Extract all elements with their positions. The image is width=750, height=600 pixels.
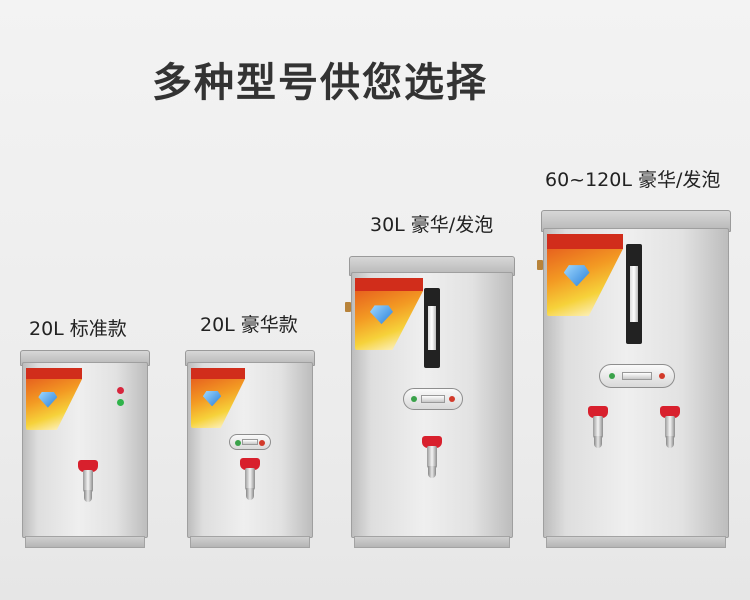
diamond-icon bbox=[202, 390, 222, 407]
model-label-20l-deluxe: 20L 豪华款 bbox=[200, 314, 298, 336]
boiler-20l-deluxe bbox=[185, 350, 315, 548]
control-panel[interactable] bbox=[229, 434, 271, 450]
model-label-20l-standard: 20L 标准款 bbox=[29, 318, 127, 340]
water-level-gauge bbox=[626, 244, 642, 344]
heat-indicator-green bbox=[117, 399, 124, 406]
control-panel[interactable] bbox=[403, 388, 463, 410]
water-level-gauge bbox=[424, 288, 440, 368]
boiler-base bbox=[190, 536, 310, 548]
diamond-icon bbox=[38, 391, 58, 408]
boiler-30l bbox=[345, 256, 515, 548]
boiler-base bbox=[25, 536, 145, 548]
water-tap[interactable] bbox=[76, 460, 100, 506]
water-tap[interactable] bbox=[420, 436, 444, 482]
inlet-pipe bbox=[537, 260, 543, 270]
inlet-pipe bbox=[345, 302, 351, 312]
power-indicator-red bbox=[117, 387, 124, 394]
boiler-base bbox=[354, 536, 510, 548]
water-tap-left[interactable] bbox=[586, 406, 610, 452]
page-title: 多种型号供您选择 bbox=[152, 60, 488, 106]
boiler-20l-standard bbox=[20, 350, 150, 548]
model-label-30l: 30L 豪华/发泡 bbox=[370, 214, 494, 236]
boiler-60-120l bbox=[537, 210, 731, 548]
diamond-icon bbox=[563, 265, 590, 287]
model-label-60-120l: 60~120L 豪华/发泡 bbox=[545, 169, 721, 191]
water-tap[interactable] bbox=[238, 458, 262, 504]
water-tap-right[interactable] bbox=[658, 406, 682, 452]
brand-sticker bbox=[191, 368, 245, 428]
boiler-base bbox=[546, 536, 726, 548]
control-panel[interactable] bbox=[599, 364, 675, 388]
diamond-icon bbox=[369, 305, 394, 325]
